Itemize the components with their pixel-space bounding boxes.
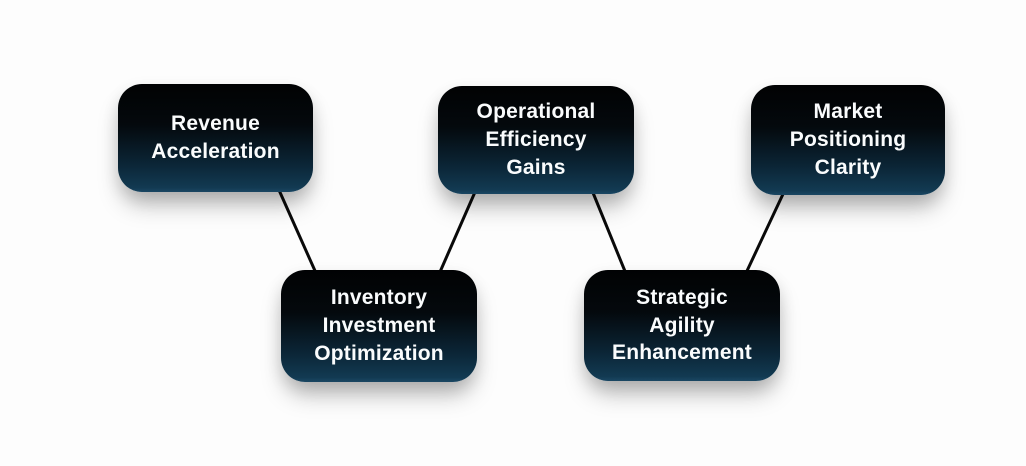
node-strategic-agility-enhancement[interactable]: Strategic Agility Enhancement (584, 270, 780, 381)
node-label: Operational Efficiency Gains (476, 100, 596, 179)
node-market-positioning-clarity[interactable]: Market Positioning Clarity (751, 85, 945, 195)
node-label: Strategic Agility Enhancement (612, 285, 752, 365)
node-operational-efficiency-gains[interactable]: Operational Efficiency Gains (438, 86, 634, 194)
node-inventory-investment-optimization[interactable]: Inventory Investment Optimization (281, 270, 477, 382)
node-revenue-acceleration[interactable]: Revenue Acceleration (118, 84, 313, 192)
node-label: Inventory Investment Optimization (314, 286, 444, 365)
node-label: Market Positioning Clarity (789, 100, 907, 179)
node-label: Revenue Acceleration (151, 112, 280, 163)
